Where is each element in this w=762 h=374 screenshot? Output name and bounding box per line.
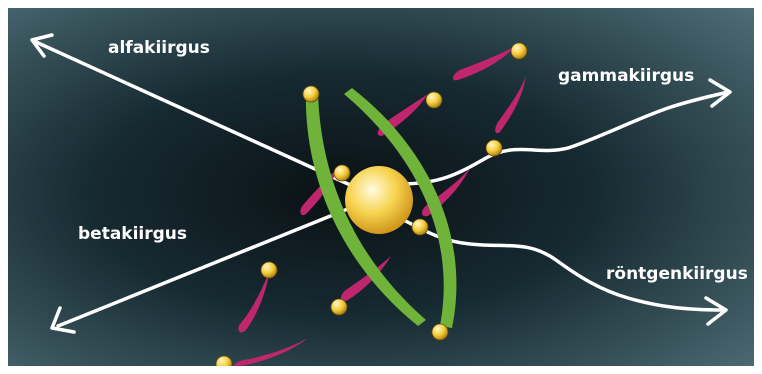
beta-ray-label: betakiirgus bbox=[78, 224, 187, 244]
diagram-canvas: alfakiirgus gammakiirgus betakiirgus rön… bbox=[8, 8, 754, 366]
particle bbox=[432, 324, 448, 340]
gamma-ray-label: gammakiirgus bbox=[558, 66, 694, 86]
alpha-ray-label: alfakiirgus bbox=[108, 38, 210, 58]
particle bbox=[412, 219, 428, 235]
particle bbox=[261, 262, 277, 278]
particle bbox=[426, 92, 442, 108]
particle bbox=[486, 140, 502, 156]
particle bbox=[334, 165, 350, 181]
nucleus bbox=[345, 166, 413, 234]
xray-label: röntgenkiirgus bbox=[606, 264, 748, 284]
particle bbox=[303, 86, 319, 102]
radiation-diagram: alfakiirgus gammakiirgus betakiirgus rön… bbox=[8, 8, 754, 366]
particle bbox=[331, 299, 347, 315]
particle bbox=[511, 43, 527, 59]
